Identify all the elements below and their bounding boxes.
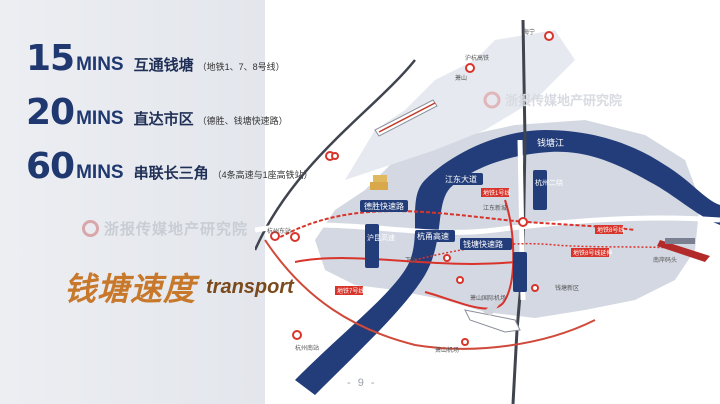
cargo-icon: [370, 175, 388, 190]
place-label-southwest: 杭州南站: [295, 344, 319, 352]
page-number: - 9 -: [347, 377, 377, 389]
ship-icon: [657, 238, 710, 262]
train-icon: [374, 99, 438, 137]
place-label-south: 萧山机场: [435, 346, 459, 354]
transport-map: 德胜快速路 江东大道 钱塘快速路 杭甬高速 杭州二绕 沪昆高速 钱塘江 地铁1号…: [255, 19, 720, 404]
rail-label: 沪杭高铁: [465, 54, 489, 62]
station-dot[interactable]: [461, 338, 469, 346]
station-dot[interactable]: [443, 254, 451, 262]
place-label-misc: 钱塘新区: [555, 284, 579, 292]
stat-3-detail: （4条高速与1座高铁站）: [212, 170, 313, 180]
place-label-group: 海宁 萧山 杭州东站 杭州南站 萧山机场 江东新城 钱塘新区 南岸码头 萧山国际…: [267, 28, 677, 354]
stat-2-label: 直达市区: [133, 111, 194, 128]
station-dot[interactable]: [331, 152, 339, 160]
stat-row-3: 60 MINS 串联长三角 （4条高速与1座高铁站）: [26, 146, 313, 187]
highway-ring: [264, 239, 596, 350]
place-label-top: 海宁: [523, 28, 535, 36]
stat-1-number: 15: [26, 38, 75, 79]
stat-row-1: 15 MINS 互通钱塘 （地铁1、7、8号线）: [26, 38, 285, 79]
river-label: 钱塘江: [537, 137, 564, 148]
page-title: 钱塘速度: [64, 271, 197, 307]
road-label-group: 德胜快速路 江东大道 钱塘快速路 杭甬高速 杭州二绕 沪昆高速: [360, 170, 563, 292]
metro-label-line1: 地铁1号线: [483, 189, 510, 197]
place-label-zhengnan: 江东新城: [483, 204, 507, 212]
place-label-east: 南岸码头: [653, 256, 677, 264]
qiantang-river: [295, 130, 720, 395]
metro-line-8: [424, 199, 515, 310]
metro-line-1: [274, 210, 636, 241]
stat-1-detail: （地铁1、7、8号线）: [197, 62, 285, 72]
road-label-hulin: 沪昆高速: [367, 233, 395, 242]
station-dot[interactable]: [270, 231, 280, 241]
stat-1-label: 互通钱塘: [133, 57, 194, 74]
stat-2-unit: MINS: [76, 108, 124, 129]
stat-row-2: 20 MINS 直达市区 （德胜、钱塘快速路）: [26, 92, 288, 133]
road-label-qiantang: 钱塘快速路: [463, 239, 503, 249]
page-title-en: transport: [206, 276, 294, 298]
place-label-hangzhou: 下沙: [405, 257, 417, 264]
stat-1-unit: MINS: [76, 54, 124, 75]
airplane-icon: [464, 300, 521, 333]
station-dot[interactable]: [544, 31, 554, 41]
stat-3-unit: MINS: [76, 162, 124, 183]
station-markers: [270, 31, 554, 346]
road-label-hanglong: 杭甬高速: [417, 231, 449, 241]
station-dot[interactable]: [465, 63, 475, 73]
watermark-logo-icon: [82, 220, 99, 237]
watermark-left: 浙报传媒地产研究院: [82, 218, 248, 239]
stat-3-label: 串联长三角: [133, 165, 209, 182]
land-area-north: [345, 30, 575, 180]
metro-line-7: [294, 257, 516, 265]
watermark-map-text: 浙报传媒地产研究院: [505, 93, 622, 108]
metro-label-extension: 地铁8号线延伸: [573, 249, 612, 257]
road-label-ring: 杭州二绕: [535, 178, 563, 187]
station-dot[interactable]: [292, 330, 302, 340]
metro-label-line7: 地铁7号线: [337, 287, 364, 295]
place-label-west: 杭州东站: [267, 227, 291, 235]
metro-label-group: 地铁1号线 地铁7号线 地铁8号线 地铁8号线延伸: [335, 188, 624, 295]
station-dot[interactable]: [290, 232, 300, 242]
metro-line-dotted: [414, 242, 676, 261]
road-label-desheng: 德胜快速路: [364, 201, 404, 211]
road-label-jiangdong: 江东大道: [445, 174, 477, 184]
station-dot[interactable]: [518, 217, 528, 227]
highway-main: [255, 215, 720, 235]
watermark-map: 浙报传媒地产研究院: [483, 91, 622, 109]
info-panel: [0, 0, 265, 404]
metro-label-line8: 地铁8号线: [597, 226, 624, 234]
station-dot[interactable]: [456, 276, 464, 284]
stat-2-number: 20: [26, 92, 75, 133]
station-dot[interactable]: [531, 284, 539, 292]
railway-line-2: [255, 59, 416, 251]
stat-2-detail: （德胜、钱塘快速路）: [197, 116, 288, 126]
stat-3-number: 60: [26, 146, 75, 187]
watermark-text: 浙报传媒地产研究院: [104, 221, 249, 238]
place-label-airport: 萧山国际机场: [470, 294, 506, 302]
place-label-top2: 萧山: [455, 74, 467, 82]
